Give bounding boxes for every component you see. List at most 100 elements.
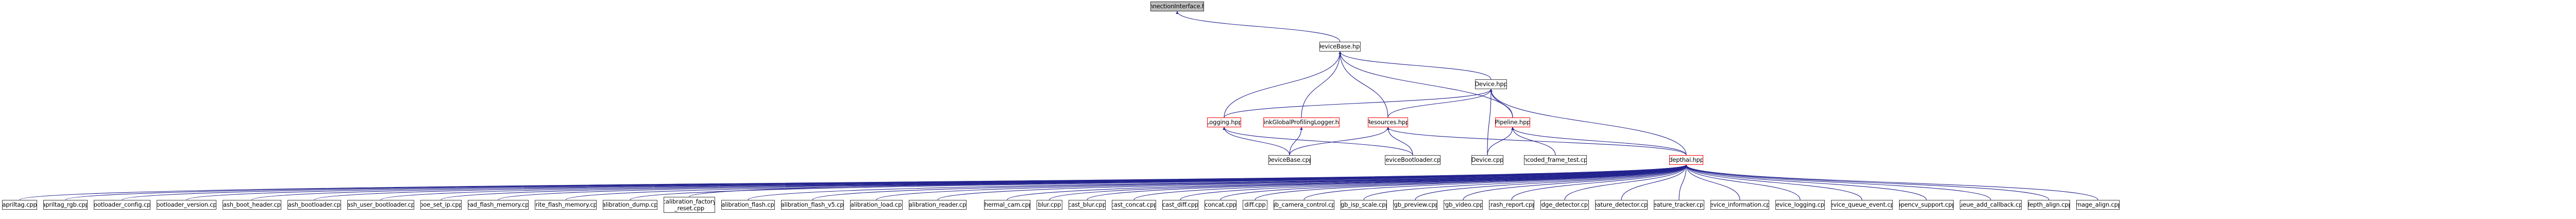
graph-node[interactable]: calibration_reader.cpp [909,200,967,210]
graph-edge [1303,164,1688,200]
graph-node[interactable]: apriltag.cpp [2,200,37,210]
graph-node[interactable]: blur.cpp [1037,200,1062,210]
graph-edge [1087,164,1688,200]
graph-node[interactable]: Logging.hpp [1207,117,1241,127]
graph-edge [1685,164,1801,200]
graph-edge [1621,164,1688,200]
graph-edge [1224,89,1493,118]
graph-node[interactable]: bootloader_version.cpp [157,200,216,210]
graph-edge [937,164,1688,200]
graph-node[interactable]: flash_bootloader.cpp [287,200,341,210]
graph-edge [689,164,1688,197]
graph-edge [630,164,1688,200]
graph-node[interactable]: calibration_dump.cpp [603,200,657,210]
graph-node[interactable]: flash_boot_header.cpp [223,200,281,210]
graph-node[interactable]: thermal_cam.cpp [984,200,1030,210]
graph-edge [1564,164,1688,200]
graph-edge [251,164,1688,200]
graph-node[interactable]: Resources.hpp [1368,117,1408,127]
graph-node[interactable]: XLinkGlobalProfilingLogger.hpp [1263,117,1340,127]
graph-edge [1338,51,1388,118]
graph-node[interactable]: write_flash_memory.cpp [535,200,597,210]
graph-edge [1685,164,2049,200]
graph-node[interactable]: encoded_frame_test.cpp [1524,155,1587,165]
graph-edge [1487,89,1493,156]
graph-node[interactable]: device_logging.cpp [1775,200,1825,210]
graph-edge [1685,164,1927,200]
graph-node[interactable]: apriltag_rgb.cpp [43,200,88,210]
graph-edge [1386,127,1413,156]
graph-node[interactable]: calibration_flash.cpp [721,200,775,210]
graph-node[interactable]: Pipeline.hpp [1495,117,1530,127]
graph-node[interactable]: feature_tracker.cpp [1654,200,1704,210]
graph-node[interactable]: diff.cpp [1243,200,1267,210]
graph-node[interactable]: Device.hpp [1475,79,1507,89]
graph-node[interactable]: image_align.cpp [2076,200,2120,210]
graph-node[interactable]: bootloader_config.cpp [94,200,150,210]
graph-edge [1487,127,1514,156]
graph-edge [1220,164,1688,200]
graph-node[interactable]: Device.cpp [1471,155,1503,165]
graph-edge [1685,164,1862,200]
graph-edge [498,164,1688,200]
graph-edge [1685,164,2098,200]
graph-edge [1180,164,1688,200]
graph-node[interactable]: concat.cpp [1205,200,1236,210]
graph-node[interactable]: cast_concat.cpp [1112,200,1156,210]
graph-edge [1511,127,1687,156]
graph-edge [1415,164,1688,200]
graph-node[interactable]: depthai.hpp [1669,155,1703,165]
graph-node[interactable]: read_flash_memory.cpp [468,200,529,210]
graph-node[interactable]: calibration_factory _reset.cpp [664,197,715,213]
graph-edge [1224,51,1342,118]
graph-edge [380,164,1688,200]
graph-node[interactable]: ConnectionInterface.hpp [1150,2,1204,11]
graph-edge [1007,164,1688,200]
graph-node[interactable]: queue_add_callback.cpp [1960,200,2022,210]
graph-edge [1679,164,1688,200]
graph-node[interactable]: cast_diff.cpp [1162,200,1198,210]
graph-edge [1489,89,1513,118]
graph-node[interactable]: DeviceBase.hpp [1319,42,1361,52]
graph-node[interactable]: device_queue_event.cpp [1831,200,1893,210]
graph-edge [1685,164,1991,200]
graph-edge [314,164,1688,200]
graph-node[interactable]: flash_user_bootloader.cpp [347,200,414,210]
graph-edge [1133,164,1688,200]
graph-node[interactable]: device_information.cpp [1710,200,1769,210]
graph-node[interactable]: cast_blur.cpp [1069,200,1106,210]
graph-edge [1511,164,1688,200]
graph-node[interactable]: rgb_isp_scale.cpp [1341,200,1387,210]
graph-edge [1463,164,1688,200]
graph-edge [65,164,1688,200]
graph-edge [812,164,1688,200]
graph-edge [1386,127,1687,156]
graph-edge [1289,127,1303,156]
graph-edge [1685,164,1740,200]
graph-node[interactable]: rgb_camera_control.cpp [1274,200,1334,210]
graph-node[interactable]: opencv_support.cpp [1899,200,1954,210]
graph-edge [748,164,1688,200]
graph-edge [122,164,1688,200]
graph-node[interactable]: DeviceBase.cpp [1268,155,1311,165]
graph-node[interactable]: rgb_preview.cpp [1393,200,1437,210]
graph-node[interactable]: calibration_flash_v5.cpp [781,200,844,210]
graph-edge [1176,11,1341,42]
graph-edge [440,164,1688,200]
graph-node[interactable]: poe_set_ip.cpp [420,200,462,210]
graph-node[interactable]: crash_report.cpp [1489,200,1534,210]
graph-edge [1301,51,1342,118]
graph-node[interactable]: DeviceBootloader.cpp [1385,155,1440,165]
graph-node[interactable]: feature_detector.cpp [1595,200,1648,210]
graph-node[interactable]: edge_detector.cpp [1540,200,1589,210]
graph-node[interactable]: calibration_load.cpp [850,200,903,210]
graph-edge [1338,51,1492,80]
graph-edge [1511,127,1556,156]
graph-node[interactable]: depth_align.cpp [2028,200,2070,210]
graph-edge [565,164,1688,200]
graph-edge [876,164,1688,200]
graph-edge [1289,127,1389,156]
graph-node[interactable]: rgb_video.cpp [1444,200,1483,210]
graph-edge [1049,164,1688,200]
